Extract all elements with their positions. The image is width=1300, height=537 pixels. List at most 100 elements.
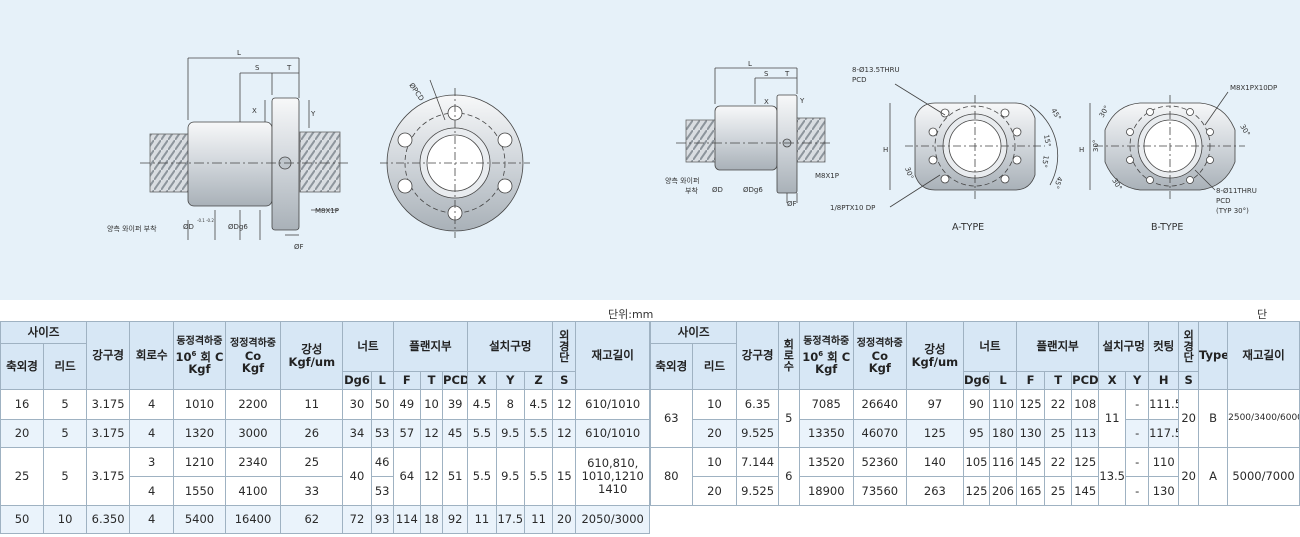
table-cell: 13.5	[1098, 447, 1127, 506]
dim-x: X	[252, 107, 257, 115]
table-cell: 4	[129, 419, 175, 448]
b-m: M8X1PX10DP	[1230, 84, 1277, 92]
dim-d-tol: -0.1 -0.2	[197, 218, 214, 223]
technical-drawings: L S T X Y 양측 와이퍼 부착 ØD -0.1 -0.2 ØDg6 ØF…	[107, 49, 1277, 251]
table-cell: 145	[1071, 476, 1100, 506]
table-cell: 18	[419, 505, 444, 534]
th-nut-2: 너트	[962, 321, 1018, 372]
dim-f: ØF	[294, 243, 304, 251]
table-cell: 5	[43, 389, 88, 420]
table-cell: 49	[392, 389, 421, 420]
table-cell: 9.5	[495, 419, 525, 448]
table-cell: 9.5	[495, 447, 525, 506]
dim-dg6: ØDg6	[228, 223, 248, 231]
table-cell: 15	[552, 447, 577, 506]
table-cell: 39	[442, 389, 469, 420]
table-cell: 5.5	[523, 447, 554, 506]
table-cell: 46070	[852, 419, 907, 448]
th-l-2: L	[988, 371, 1018, 390]
table-cell: 1010	[173, 389, 226, 420]
table-cell: 125	[905, 419, 965, 448]
th-od: 축외경	[0, 343, 45, 390]
table-cell: 63	[650, 389, 693, 448]
dim-pcd: ØPCD	[407, 82, 425, 103]
table-cell: 13520	[798, 447, 854, 477]
table-cell: 4	[129, 476, 175, 506]
table-cell: 116	[988, 447, 1018, 477]
table-cell: 12	[419, 419, 444, 448]
table-cell: 30	[342, 389, 372, 420]
table-cell: 2500/3400/6000	[1227, 389, 1300, 448]
th-stock: 재고길이	[575, 321, 650, 390]
b-typ: (TYP 30°)	[1216, 207, 1249, 215]
table-cell: 3.175	[86, 389, 131, 420]
table-cell: 22	[1044, 447, 1073, 477]
table-cell: 5	[43, 419, 88, 448]
table-cell: 10	[691, 389, 738, 420]
table-cell: 1210	[173, 447, 226, 477]
table-cell: 53	[370, 476, 394, 506]
table-cell: 130	[1148, 476, 1180, 506]
r-wiper2: 부착	[685, 187, 698, 195]
table-cell: 10	[419, 389, 444, 420]
th-dg6-2: Dg6	[963, 371, 990, 390]
table-cell: 12	[552, 419, 577, 448]
th-dynamic-load-2: 동정격하중 106 회 C Kgf	[798, 321, 854, 390]
table-cell: 610/1010	[575, 419, 650, 448]
table-cell: 34	[342, 419, 372, 448]
r-dim-dg6: ØDg6	[743, 186, 763, 194]
table-cell: 46	[370, 447, 394, 477]
a-45a: 45°	[1049, 107, 1062, 122]
b-holes: 8-Ø11THRU	[1216, 187, 1257, 195]
table-cell: 2050/3000	[575, 505, 650, 534]
r-dim-y: Y	[799, 97, 805, 105]
table-cell: 11	[1098, 389, 1127, 448]
th-s-2: S	[1178, 371, 1200, 390]
table-cell: 97	[905, 389, 965, 420]
th-size: 사이즈	[0, 321, 88, 344]
th-t: T	[419, 371, 444, 390]
table-cell: 5	[777, 389, 800, 448]
table-cell: 12	[552, 389, 577, 420]
table-cell: 11	[523, 505, 554, 534]
table-cell: 26	[280, 419, 344, 448]
table-cell: 117.5	[1148, 419, 1180, 448]
table-cell: 50	[0, 505, 45, 534]
table-cell: 5.5	[467, 419, 497, 448]
th-lead-2: 리드	[691, 343, 738, 390]
table-cell: 8	[495, 389, 525, 420]
table-cell: 33	[280, 476, 344, 506]
table-cell: 92	[442, 505, 469, 534]
table-cell: 20	[552, 505, 577, 534]
table-cell: 110	[1148, 447, 1180, 477]
table-cell: 12	[419, 447, 444, 506]
table-cell: 52360	[852, 447, 907, 477]
table-cell: 25	[0, 447, 45, 506]
left-front-view	[380, 79, 530, 238]
table-cell: A	[1198, 447, 1229, 506]
table-cell: 93	[370, 505, 394, 534]
th-h-2: H	[1148, 371, 1180, 390]
dim-l: L	[237, 49, 241, 57]
a-type-view	[889, 83, 1059, 208]
a-type-label: A-TYPE	[952, 222, 984, 233]
table-cell: 20	[0, 419, 45, 448]
table-cell: 4100	[224, 476, 282, 506]
a-30: 30°	[903, 166, 915, 180]
table-cell: 9.525	[736, 419, 779, 448]
table-cell: 4.5	[467, 389, 497, 420]
table-cell: 62	[280, 505, 344, 534]
r-dim-s: S	[764, 70, 769, 78]
table-cell: 16400	[224, 505, 282, 534]
table-cell: 125	[1016, 389, 1046, 420]
table-cell: 25	[1044, 476, 1073, 506]
